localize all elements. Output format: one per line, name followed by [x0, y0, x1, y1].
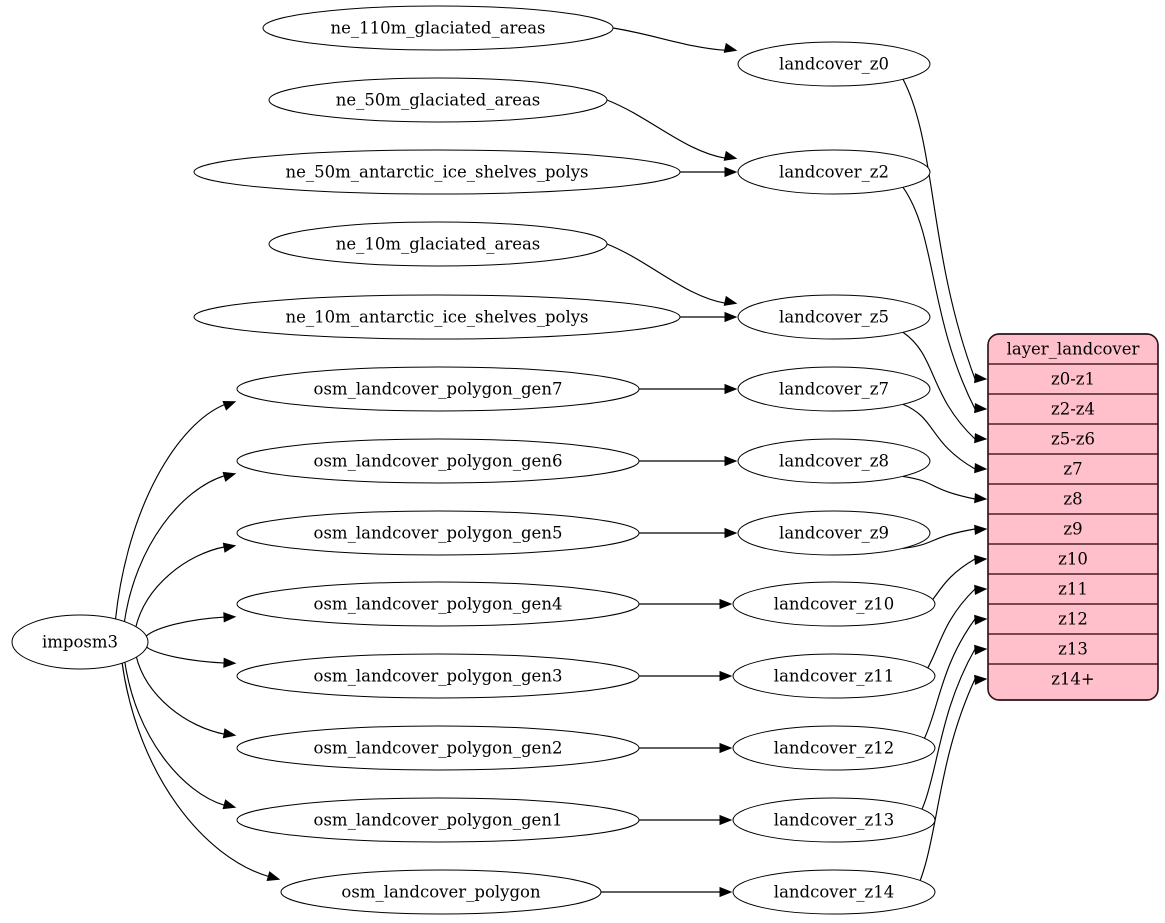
node-imposm3[interactable]: imposm3 [11, 614, 149, 670]
node-landcover_z10[interactable]: landcover_z10 [732, 581, 936, 627]
table-row[interactable]: z14+ [988, 664, 1158, 694]
edge-ne_10m_glaciated_areas-to-landcover_z5 [606, 243, 738, 306]
edge-landcover_z14-to-layer_landcover-z14- [906, 674, 988, 908]
edge-osm_landcover_polygon_gen2-to-landcover_z12 [639, 742, 733, 754]
edges-layer [114, 27, 988, 908]
table-row[interactable]: z10 [988, 544, 1158, 574]
edge-landcover_z7-to-layer_landcover-z7 [902, 403, 988, 474]
edge-landcover_z5-to-layer_landcover-z5-z6 [902, 331, 988, 444]
node-osm_landcover_polygon_gen3[interactable]: osm_landcover_polygon_gen3 [236, 653, 640, 699]
node-ne_110m_glaciated_areas[interactable]: ne_110m_glaciated_areas [262, 5, 614, 51]
edge-imposm3-to-osm_landcover_polygon_gen4 [143, 612, 237, 639]
edge-imposm3-to-osm_landcover_polygon_gen6 [123, 471, 237, 624]
table-row-hit[interactable] [988, 454, 1158, 484]
table-row[interactable]: z9 [988, 514, 1158, 544]
edge-imposm3-to-osm_landcover_polygon_gen1 [124, 660, 237, 810]
table-row[interactable]: z2-z4 [988, 394, 1158, 424]
node-osm_landcover_polygon_gen6[interactable]: osm_landcover_polygon_gen6 [236, 438, 640, 484]
node-ne_10m_glaciated_areas[interactable]: ne_10m_glaciated_areas [268, 221, 608, 267]
node-osm_landcover_polygon_gen5[interactable]: osm_landcover_polygon_gen5 [236, 510, 640, 556]
table-row[interactable]: z11 [988, 574, 1158, 604]
edge-osm_landcover_polygon_gen3-to-landcover_z11 [639, 670, 733, 682]
edge-osm_landcover_polygon-to-landcover_z14 [601, 886, 733, 898]
edge-imposm3-to-osm_landcover_polygon_gen7 [114, 401, 237, 621]
table-row-hit[interactable] [988, 634, 1158, 664]
node-landcover_z9[interactable]: landcover_z9 [737, 510, 931, 556]
node-landcover_z7[interactable]: landcover_z7 [737, 366, 931, 412]
edge-imposm3-to-osm_landcover_polygon_gen2 [135, 655, 237, 739]
table-row[interactable]: z7 [988, 454, 1158, 484]
node-landcover_z11[interactable]: landcover_z11 [732, 653, 936, 699]
edge-osm_landcover_polygon_gen7-to-landcover_z7 [639, 383, 738, 395]
table-row-hit[interactable] [988, 664, 1158, 694]
table-row[interactable]: z0-z1 [988, 364, 1158, 394]
node-osm_landcover_polygon[interactable]: osm_landcover_polygon [280, 869, 602, 915]
edge-osm_landcover_polygon_gen4-to-landcover_z10 [639, 598, 733, 610]
edge-osm_landcover_polygon_gen1-to-landcover_z13 [639, 814, 733, 826]
table-row-hit[interactable] [988, 574, 1158, 604]
edge-landcover_z0-to-layer_landcover-z0-z1 [902, 79, 988, 384]
edge-ne_50m_glaciated_areas-to-landcover_z2 [606, 99, 738, 161]
table-outline-stroke [987, 333, 1159, 701]
node-landcover_z13[interactable]: landcover_z13 [732, 797, 936, 843]
layer-landcover-table: layer_landcoverz0-z1z2-z4z5-z6z7z8z9z10z… [987, 333, 1159, 701]
table-row-hit[interactable] [988, 424, 1158, 454]
edge-imposm3-to-osm_landcover_polygon_gen5 [134, 542, 237, 629]
node-ne_50m_glaciated_areas[interactable]: ne_50m_glaciated_areas [268, 77, 608, 123]
edge-ne_10m_antarctic_ice_shelves_polys-to-landcover_z5 [680, 311, 738, 323]
edge-landcover_z2-to-layer_landcover-z2-z4 [902, 187, 988, 414]
table-row-hit[interactable] [988, 484, 1158, 514]
node-landcover_z12[interactable]: landcover_z12 [732, 725, 936, 771]
node-osm_landcover_polygon_gen4[interactable]: osm_landcover_polygon_gen4 [236, 581, 640, 627]
edge-osm_landcover_polygon_gen5-to-landcover_z9 [639, 527, 738, 539]
table-row-hit[interactable] [988, 364, 1158, 394]
table-row[interactable]: z8 [988, 484, 1158, 514]
node-ne_50m_antarctic_ice_shelves_polys[interactable]: ne_50m_antarctic_ice_shelves_polys [193, 149, 681, 195]
table-row[interactable]: z12 [988, 604, 1158, 634]
edge-osm_landcover_polygon_gen6-to-landcover_z8 [639, 455, 738, 467]
edge-imposm3-to-osm_landcover_polygon [121, 661, 281, 881]
nodes-layer: ne_110m_glaciated_areas ne_50m_glaciated_… [11, 5, 936, 915]
table-row[interactable]: z5-z6 [988, 424, 1158, 454]
node-landcover_z8[interactable]: landcover_z8 [737, 438, 931, 484]
edge-ne_110m_glaciated_areas-to-landcover_z0 [612, 27, 738, 53]
table-row[interactable]: z13 [988, 634, 1158, 664]
edge-landcover_z8-to-layer_landcover-z8 [903, 475, 988, 504]
node-landcover_z2[interactable]: landcover_z2 [737, 149, 931, 195]
table-row-hit[interactable] [988, 514, 1158, 544]
node-landcover_z0[interactable]: landcover_z0 [737, 41, 931, 87]
node-osm_landcover_polygon_gen1[interactable]: osm_landcover_polygon_gen1 [236, 797, 640, 843]
node-osm_landcover_polygon_gen7[interactable]: osm_landcover_polygon_gen7 [236, 366, 640, 412]
node-landcover_z5[interactable]: landcover_z5 [737, 294, 931, 340]
node-landcover_z14[interactable]: landcover_z14 [732, 869, 936, 915]
node-osm_landcover_polygon_gen2[interactable]: osm_landcover_polygon_gen2 [236, 725, 640, 771]
node-ne_10m_antarctic_ice_shelves_polys[interactable]: ne_10m_antarctic_ice_shelves_polys [193, 294, 681, 340]
table-row-hit[interactable] [988, 394, 1158, 424]
edge-imposm3-to-osm_landcover_polygon_gen3 [144, 645, 237, 668]
table-row-hit[interactable] [988, 604, 1158, 634]
edge-landcover_z9-to-layer_landcover-z9 [903, 524, 988, 549]
edge-ne_50m_antarctic_ice_shelves_polys-to-landcover_z2 [680, 166, 738, 178]
table-row-hit[interactable] [988, 544, 1158, 574]
